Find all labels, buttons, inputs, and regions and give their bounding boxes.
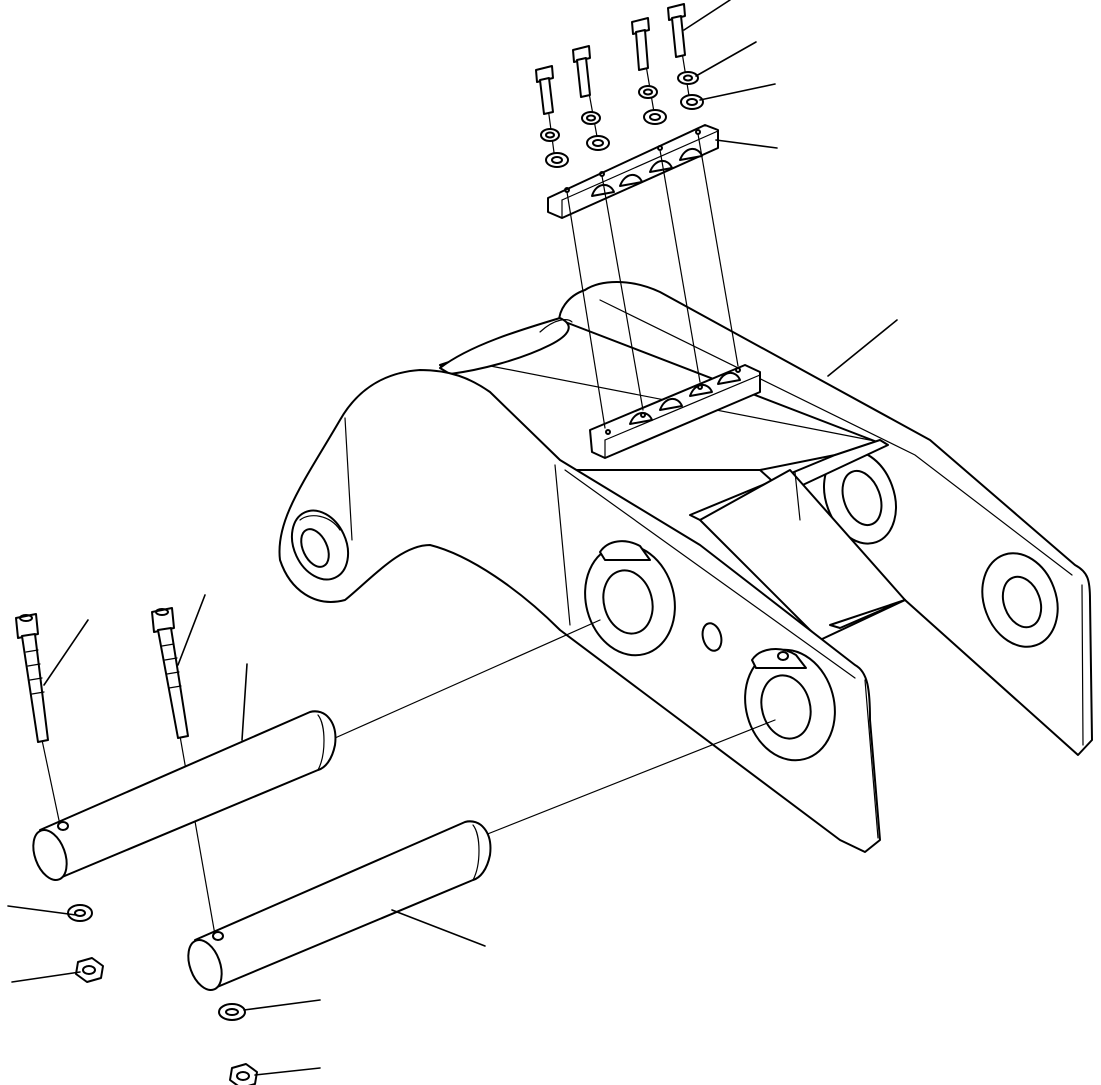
- pin: [32, 710, 492, 991]
- pin-lower: [187, 820, 492, 991]
- nut-lower-left: [75, 957, 104, 983]
- frame-small-hole: [701, 622, 723, 652]
- socket-head-bolt-right: [151, 607, 189, 739]
- frame: [278, 281, 1093, 853]
- leader-nut-lower-right: [254, 1067, 321, 1076]
- leader-frame: [827, 319, 898, 377]
- flat-washer-lower-right: [218, 1003, 246, 1021]
- lock-washer-lower-left: [67, 904, 93, 922]
- bolt-3: [631, 17, 650, 71]
- nut-lower-right: [229, 1063, 258, 1085]
- leader-nut-lower: [11, 971, 81, 983]
- socket-head-bolt: [15, 607, 189, 743]
- bottom-hardware: [67, 904, 258, 1085]
- frame-rear-boss: [981, 552, 1059, 648]
- frame-left-plate: [278, 369, 881, 853]
- bolt-1: [535, 65, 554, 115]
- leader-socket-bolt-left: [43, 619, 89, 686]
- leader-lines: [7, 0, 898, 1076]
- frame-pivot-boss: [290, 509, 350, 581]
- wear-plate-lower: [589, 364, 761, 459]
- pin-upper: [32, 710, 337, 881]
- leader-bolt: [683, 0, 731, 31]
- leader-flat-washer: [699, 83, 776, 101]
- bolt: [535, 3, 686, 115]
- flat-washer: [545, 94, 704, 168]
- socket-head-bolt-left: [15, 613, 49, 743]
- bolt-2: [572, 45, 591, 98]
- leader-wear-plate-upper: [715, 139, 778, 149]
- bolt-4: [667, 3, 686, 58]
- leader-lock-washer-lower: [7, 905, 77, 916]
- leader-socket-bolt-right: [177, 594, 206, 666]
- leader-pin-upper: [241, 663, 248, 741]
- assembly-lines: [41, 14, 776, 936]
- leader-lock-washer: [695, 41, 757, 77]
- wear-plate-upper: [547, 124, 719, 219]
- lock-washer: [540, 71, 699, 142]
- leader-pin-lower: [391, 909, 486, 947]
- leader-flat-washer-lower-right: [243, 999, 321, 1011]
